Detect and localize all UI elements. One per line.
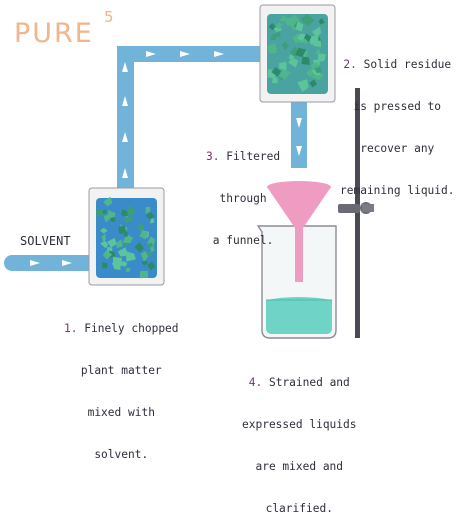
plant-shard [120, 260, 128, 268]
plant-shard [305, 69, 314, 78]
plant-shard [99, 227, 108, 234]
plant-shard [95, 209, 105, 218]
step-2-line-2: is pressed to [353, 100, 442, 113]
plant-shard [126, 251, 136, 262]
plant-shard [125, 267, 131, 272]
brand-logo: PURE [14, 18, 94, 49]
step-2-line-1: Solid residue [363, 58, 452, 71]
plant-shard [312, 26, 322, 38]
step-3-line-2: through [219, 192, 267, 205]
plant-shard [139, 270, 149, 279]
plant-shard [315, 48, 321, 54]
plant-shard [297, 33, 306, 42]
plant-shard [269, 46, 277, 54]
plant-shard [281, 41, 289, 50]
plant-shard [299, 14, 315, 26]
step-4-number: 4. [248, 376, 263, 389]
step-1-line-1: Finely chopped [84, 322, 179, 335]
step-4-line-3: are mixed and [255, 460, 344, 473]
plant-shard [279, 69, 291, 80]
plant-shard [118, 225, 127, 234]
step-4-caption: 4. Strained and expressed liquids are mi… [242, 348, 357, 530]
plant-shard [145, 212, 155, 220]
plant-shard [272, 76, 278, 84]
plant-shard [121, 209, 128, 217]
plant-shard [147, 242, 154, 247]
plant-shard [268, 22, 276, 31]
plant-shard [313, 40, 322, 48]
step-4-line-4: clarified. [265, 502, 333, 515]
step-2-line-4: remaining liquid. [340, 184, 455, 197]
brand-logo-superscript: 5 [104, 8, 114, 26]
plant-shard [149, 218, 155, 224]
plant-shard [109, 217, 117, 223]
plant-shard [102, 262, 108, 269]
ring-stand-icon [338, 88, 374, 338]
step-4-line-2: expressed liquids [242, 418, 357, 431]
plant-shard [295, 47, 307, 58]
plant-shard [149, 245, 155, 253]
plant-shard [117, 247, 129, 257]
plant-shard [304, 33, 312, 42]
filter-funnel-icon [267, 181, 331, 282]
plant-shard [314, 67, 322, 74]
plant-shard [123, 216, 133, 224]
plant-shard [100, 240, 109, 249]
plant-shard [297, 79, 309, 92]
plant-shard [112, 256, 123, 267]
plant-shard [301, 56, 310, 65]
step-2-line-3: recover any [360, 142, 435, 155]
plant-shard [139, 230, 148, 240]
step-1-line-3: mixed with [87, 406, 155, 419]
plant-shard [309, 79, 318, 88]
solvent-label: SOLVENT [20, 234, 71, 248]
step-2-number: 2. [343, 58, 357, 71]
process-diagram [4, 4, 374, 339]
plant-shard [271, 67, 281, 77]
plant-shard [145, 206, 151, 214]
plant-shard [102, 209, 107, 214]
plant-shard [136, 222, 145, 231]
plant-shard [115, 239, 123, 249]
plant-shard [278, 61, 287, 71]
plant-shard [101, 233, 107, 242]
plant-shard [275, 22, 283, 30]
plant-shard [103, 196, 113, 207]
step-1-caption: 1. Finely chopped plant matter mixed wit… [64, 294, 179, 476]
step-3-caption: 3. Filtered through a funnel. [206, 122, 280, 262]
plant-shard [108, 250, 117, 259]
step-1-line-4: solvent. [94, 448, 149, 461]
step-2-caption: 2. Solid residue is pressed to recover a… [340, 30, 455, 212]
plant-shard [141, 259, 148, 266]
plant-shard [134, 242, 144, 253]
plant-shard [102, 250, 113, 260]
step-4-line-1: Strained and [268, 376, 350, 389]
plant-shard [140, 251, 149, 262]
step-3-line-1: Filtered [226, 150, 281, 163]
step-1-line-2: plant matter [80, 364, 162, 377]
step-3-number: 3. [206, 150, 220, 163]
plant-shard [123, 231, 128, 238]
plant-shard [126, 206, 136, 218]
plant-shard [288, 14, 300, 28]
plant-shard [107, 237, 117, 248]
plant-shard [108, 210, 116, 219]
step-1-number: 1. [64, 322, 78, 335]
plant-shard [317, 53, 326, 63]
press-container-icon [259, 4, 336, 103]
plant-shard [288, 57, 299, 68]
plant-shard [147, 261, 156, 271]
plant-shard [318, 17, 325, 25]
mixing-container-icon [88, 187, 165, 286]
solvent-pipe-icon [4, 46, 307, 271]
step-3-line-3: a funnel. [212, 234, 274, 247]
plant-shard [274, 31, 282, 38]
plant-shard [295, 21, 304, 32]
plant-shard [122, 234, 134, 244]
